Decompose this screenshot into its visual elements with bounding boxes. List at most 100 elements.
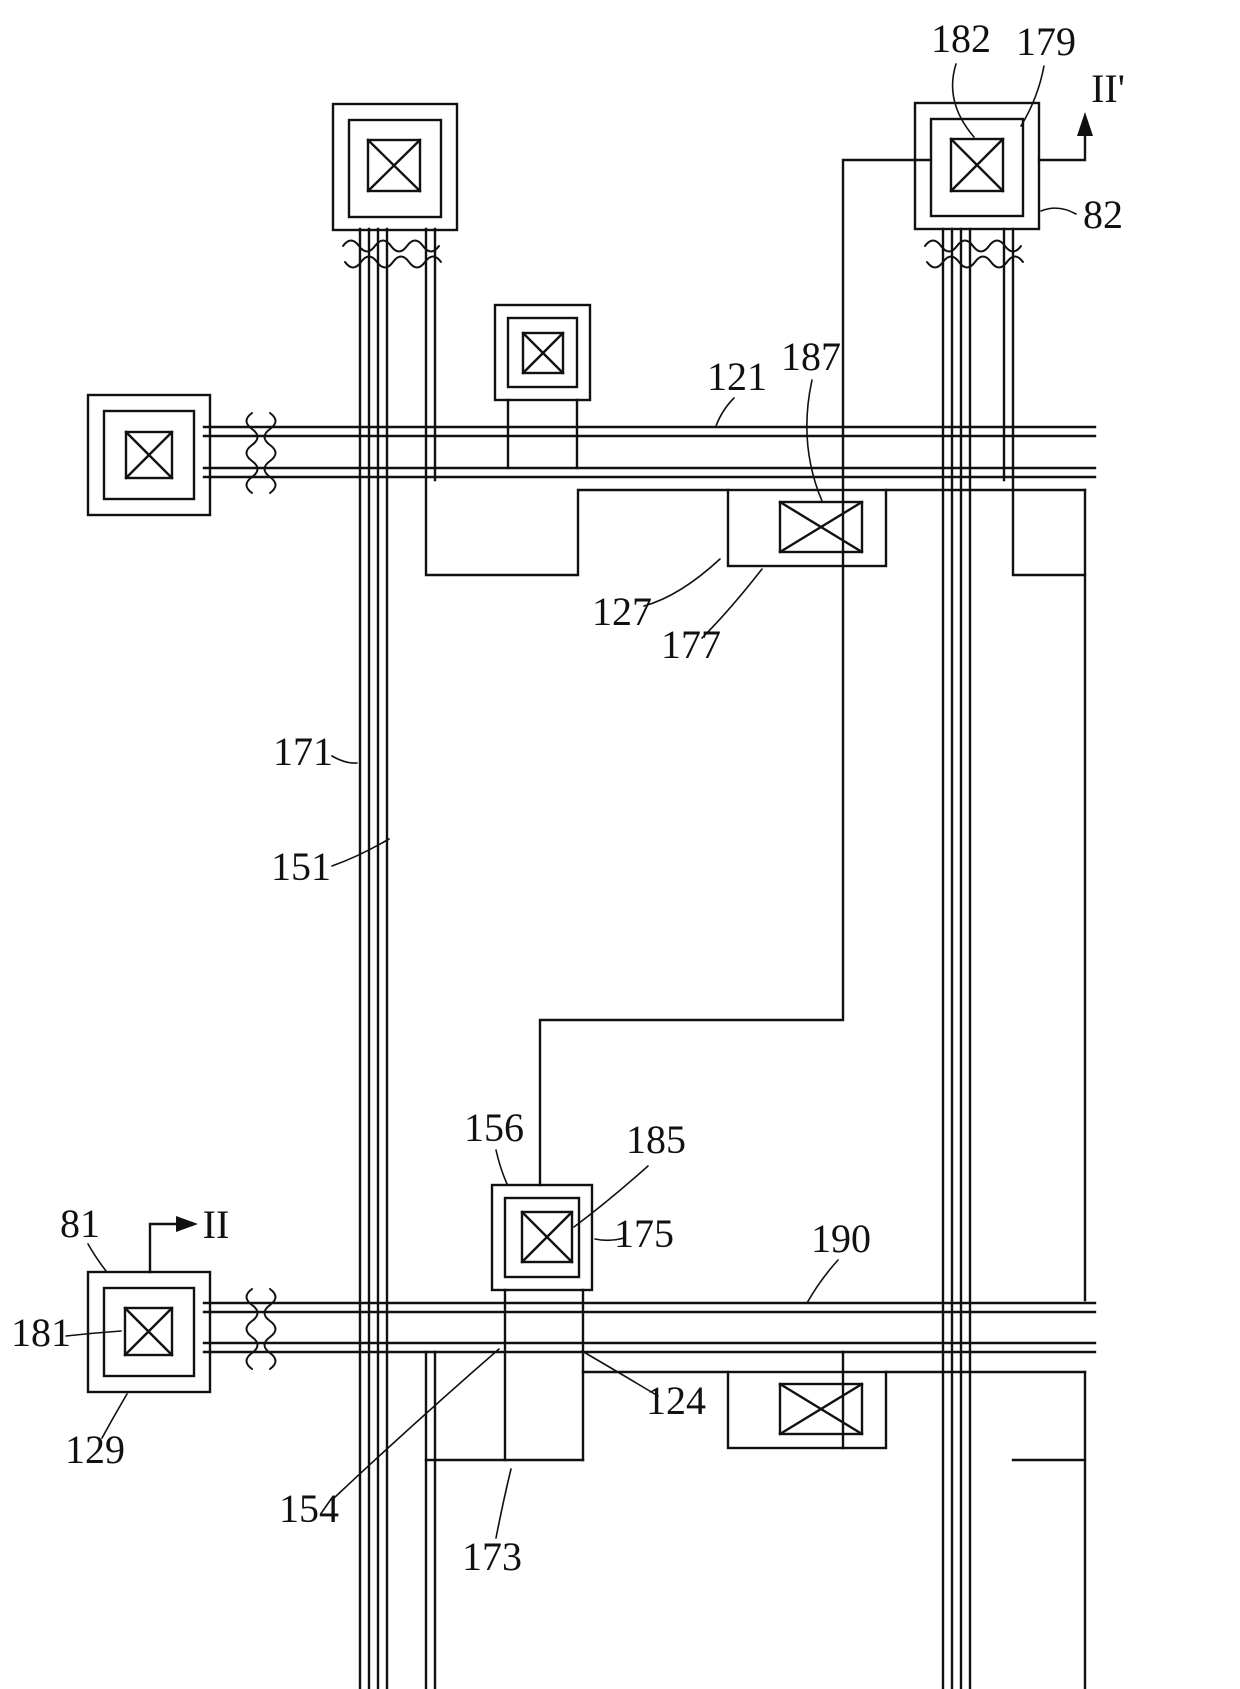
- leader-127: [643, 558, 721, 607]
- leader-121: [715, 397, 735, 427]
- pad-lower-middle-175: [490, 1183, 594, 1292]
- lower-middle-pad-leads: [503, 1288, 585, 1462]
- label-129: 129: [65, 1427, 125, 1472]
- contact-x-icon: [124, 430, 174, 480]
- label-156: 156: [464, 1105, 524, 1150]
- label-section-start: II: [203, 1202, 230, 1247]
- pad-middle-contour: [506, 316, 579, 389]
- label-190: 190: [811, 1216, 871, 1261]
- leader-151: [331, 838, 390, 867]
- leader-124: [581, 1350, 659, 1397]
- gate-pad-middle-left: [86, 393, 212, 517]
- break-wave-icon: [245, 412, 259, 494]
- contact-hole-box: [778, 1382, 864, 1436]
- contact-hole-box: [124, 430, 174, 480]
- pad-middle-contour-179: [929, 117, 1025, 218]
- data-pad-top-left: [331, 102, 459, 232]
- pad-outer-contour-175: [490, 1183, 594, 1292]
- label-182: 182: [931, 16, 991, 61]
- leader-173: [495, 1468, 512, 1539]
- leader-187: [806, 379, 823, 502]
- contact-x-icon: [778, 1382, 864, 1436]
- label-121: 121: [707, 354, 767, 399]
- leader-175: [594, 1237, 625, 1242]
- leader-182: [951, 63, 975, 138]
- pad-outer-contour-82: [913, 101, 1041, 231]
- contact-region-bottom: [726, 1370, 888, 1450]
- label-187: 187: [781, 334, 841, 379]
- label-175: 175: [614, 1211, 674, 1256]
- contact-x-icon: [949, 137, 1005, 193]
- section-marker-start: II: [148, 1202, 230, 1274]
- label-151: 151: [271, 844, 331, 889]
- pad-middle-contour: [102, 409, 196, 501]
- contact-hole-box-182: [949, 137, 1005, 193]
- break-mark-top-left: [342, 239, 442, 269]
- pad-outer-contour: [493, 303, 592, 402]
- link-line-156-route: [538, 158, 933, 1187]
- label-section-end: II': [1091, 66, 1125, 111]
- leader-82: [1040, 207, 1077, 215]
- contact-x-icon: [778, 500, 864, 554]
- label-154: 154: [279, 1486, 339, 1531]
- leader-190: [806, 1259, 839, 1304]
- label-177: 177: [661, 622, 721, 667]
- label-173: 173: [462, 1534, 522, 1579]
- upper-middle-pad-leads: [506, 398, 579, 470]
- leader-156: [495, 1149, 508, 1185]
- leader-179: [1020, 65, 1045, 127]
- label-171: 171: [273, 729, 333, 774]
- pad-middle-contour: [503, 1196, 581, 1279]
- break-wave-icon: [342, 239, 440, 253]
- leader-lines: [65, 63, 1077, 1539]
- label-127: 127: [592, 589, 652, 634]
- leader-154: [333, 1348, 500, 1499]
- leader-185: [573, 1165, 649, 1228]
- break-wave-icon: [924, 239, 1022, 253]
- leader-129: [101, 1393, 128, 1439]
- break-mark-bottom-left: [245, 1288, 277, 1370]
- label-185: 185: [626, 1117, 686, 1162]
- leader-81: [87, 1243, 107, 1272]
- contact-hole-box-185: [520, 1210, 574, 1264]
- contact-outer-contour-177: [726, 488, 888, 568]
- section-line-end: [1037, 130, 1087, 162]
- pad-upper-middle: [493, 303, 592, 402]
- leader-171: [331, 755, 358, 764]
- contact-outer-contour: [726, 1370, 888, 1450]
- gate-line-121-bundle: [202, 425, 1097, 479]
- leader-181: [65, 1330, 122, 1337]
- label-81: 81: [60, 1201, 100, 1246]
- label-179: 179: [1016, 19, 1076, 64]
- break-wave-icon: [245, 1288, 259, 1370]
- break-mark-top-right: [924, 239, 1024, 269]
- contact-region-187: [726, 488, 888, 568]
- pad-middle-contour: [347, 118, 443, 219]
- arrow-right-icon: [176, 1216, 198, 1232]
- reference-labels: 182 179 82 121 187 127 177 171 151 156 1…: [11, 16, 1123, 1579]
- pad-outer-contour: [86, 393, 212, 517]
- arrow-up-icon: [1077, 112, 1093, 136]
- bottom-pixel-structure: [424, 1350, 1087, 1689]
- pixel-electrode-step-top-right: [1011, 227, 1087, 577]
- contact-hole-box: [366, 138, 422, 193]
- contact-x-icon: [521, 331, 565, 375]
- break-wave-icon: [263, 412, 277, 494]
- section-line-start: [148, 1222, 180, 1274]
- contact-x-icon: [366, 138, 422, 193]
- contact-hole-box: [521, 331, 565, 375]
- section-marker-end: II': [1037, 66, 1125, 162]
- data-line-left-bundle: [358, 227, 730, 1689]
- contact-hole-box-187: [778, 500, 864, 554]
- data-line-right-bundle: [884, 227, 1087, 1689]
- contact-x-icon: [520, 1210, 574, 1264]
- label-181: 181: [11, 1310, 71, 1355]
- break-wave-icon: [926, 255, 1024, 269]
- pad-outer-contour: [331, 102, 459, 232]
- contact-x-icon: [123, 1306, 174, 1357]
- break-wave-icon: [344, 255, 442, 269]
- pixel-electrode-step-top-left: [424, 227, 730, 577]
- gate-line-190-bundle: [202, 1301, 1097, 1354]
